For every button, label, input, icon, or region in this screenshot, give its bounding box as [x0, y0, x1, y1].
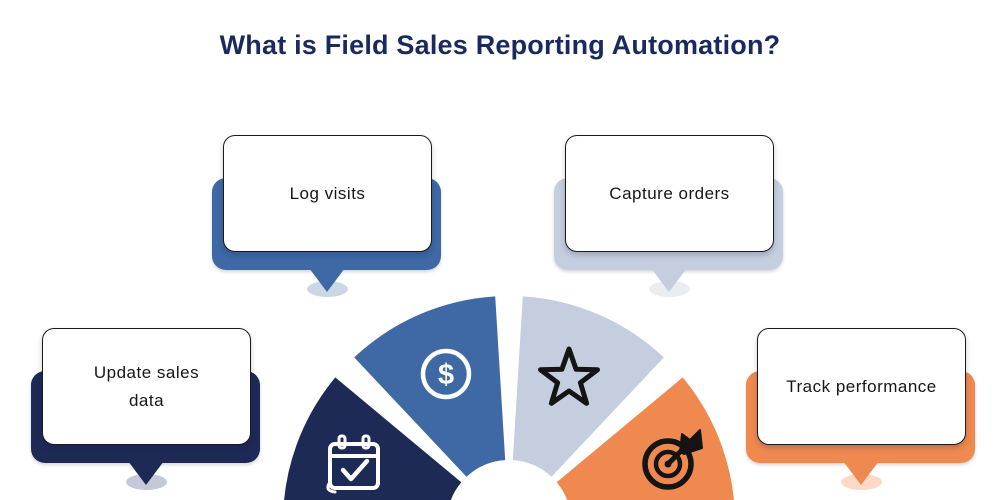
- fan-wedge-calendar: [284, 377, 462, 500]
- fan-wedge-dollar: [354, 296, 506, 477]
- callout-label: Track performance: [786, 376, 937, 396]
- callout-label: Update sales data: [93, 363, 200, 410]
- star-icon: [538, 346, 600, 406]
- callout-capture-orders: Capture orders: [554, 135, 784, 305]
- dollar-coin-icon: $: [420, 348, 472, 400]
- callout-track-performance: Track performance: [746, 328, 976, 498]
- callout-update-sales-data: Update sales data: [31, 328, 261, 498]
- callout-card: Log visits: [223, 135, 432, 252]
- calendar-check-icon: [326, 434, 380, 494]
- callout-card: Update sales data: [42, 328, 251, 445]
- callout-label: Capture orders: [609, 183, 730, 203]
- fan-wedge-star: [512, 296, 664, 477]
- callout-log-visits: Log visits: [212, 135, 442, 305]
- target-dart-icon: [642, 429, 703, 490]
- callout-label: Log visits: [289, 183, 366, 203]
- page-title: What is Field Sales Reporting Automation…: [219, 30, 781, 60]
- callout-card: Track performance: [757, 328, 966, 445]
- dollar-glyph: $: [438, 359, 454, 391]
- fan-wedge-target: [556, 377, 734, 500]
- callout-card: Capture orders: [565, 135, 774, 252]
